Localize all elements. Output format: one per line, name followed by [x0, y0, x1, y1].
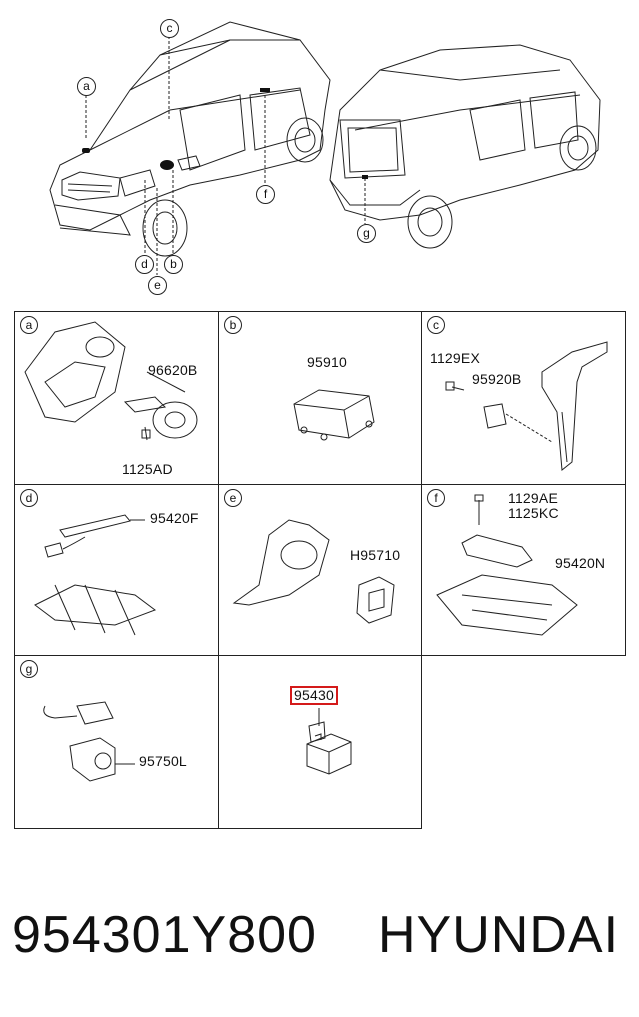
cell-c[interactable]: c 1129EX 95920B [421, 311, 626, 485]
cell-unlabeled[interactable]: 95430 [218, 655, 422, 829]
cell-e[interactable]: e H95710 [218, 484, 422, 656]
callout-leaders [85, 36, 366, 275]
cell-b[interactable]: b 95910 [218, 311, 422, 485]
cell-g-letter: g [20, 660, 38, 678]
callout-c[interactable]: c [160, 19, 179, 38]
part-1129AE[interactable]: 1129AE [508, 490, 558, 506]
vehicle-overview-drawing [49, 21, 601, 275]
part-1125KC[interactable]: 1125KC [508, 505, 559, 521]
cell-f-letter: f [427, 489, 445, 507]
cell-e-letter: e [224, 489, 242, 507]
rear-car-drawing [329, 44, 601, 249]
part-H95710[interactable]: H95710 [350, 547, 401, 563]
cell-c-letter: c [427, 316, 445, 334]
vehicle-overview: a c d b e f g [0, 0, 639, 300]
cell-b-letter: b [224, 316, 242, 334]
floor-module-drawing [436, 494, 578, 636]
cell-f[interactable]: f 1129AE 1125KC 95420N [421, 484, 626, 656]
front-sensor-drawing [232, 519, 395, 624]
target-module-drawing [306, 708, 352, 775]
callout-f[interactable]: f [256, 185, 275, 204]
callout-a[interactable]: a [77, 77, 96, 96]
callout-d[interactable]: d [135, 255, 154, 274]
parts-grid: a 96620B 1125AD b 95910 [14, 311, 639, 829]
cell-a[interactable]: a 96620B 1125AD [14, 311, 219, 485]
part-95420N[interactable]: 95420N [555, 555, 606, 571]
callout-b[interactable]: b [164, 255, 183, 274]
footer-part-number: 954301Y800 [12, 906, 317, 964]
rear-camera-drawing [43, 701, 135, 782]
part-95750L[interactable]: 95750L [139, 753, 187, 769]
part-1125AD[interactable]: 1125AD [122, 461, 173, 477]
cell-d[interactable]: d 95420F [14, 484, 219, 656]
component-markers [82, 88, 368, 179]
footer: 954301Y800 HYUNDAI [0, 905, 639, 975]
part-1129EX[interactable]: 1129EX [430, 350, 480, 366]
part-95430-highlighted[interactable]: 95430 [290, 686, 338, 705]
part-95420F[interactable]: 95420F [150, 510, 199, 526]
front-car-drawing [49, 21, 331, 257]
airbag-module-drawing [293, 389, 375, 441]
horn-drawing [24, 321, 198, 441]
footer-brand: HYUNDAI [378, 906, 620, 964]
part-95910[interactable]: 95910 [307, 354, 347, 370]
callout-g[interactable]: g [357, 224, 376, 243]
part-96620B[interactable]: 96620B [148, 362, 198, 378]
cell-g[interactable]: g 95750L [14, 655, 219, 829]
part-95920B[interactable]: 95920B [472, 371, 522, 387]
cell-d-letter: d [20, 489, 38, 507]
side-sensor-drawing [445, 341, 608, 471]
door-module-drawing [34, 514, 157, 636]
cell-a-letter: a [20, 316, 38, 334]
callout-e[interactable]: e [148, 276, 167, 295]
